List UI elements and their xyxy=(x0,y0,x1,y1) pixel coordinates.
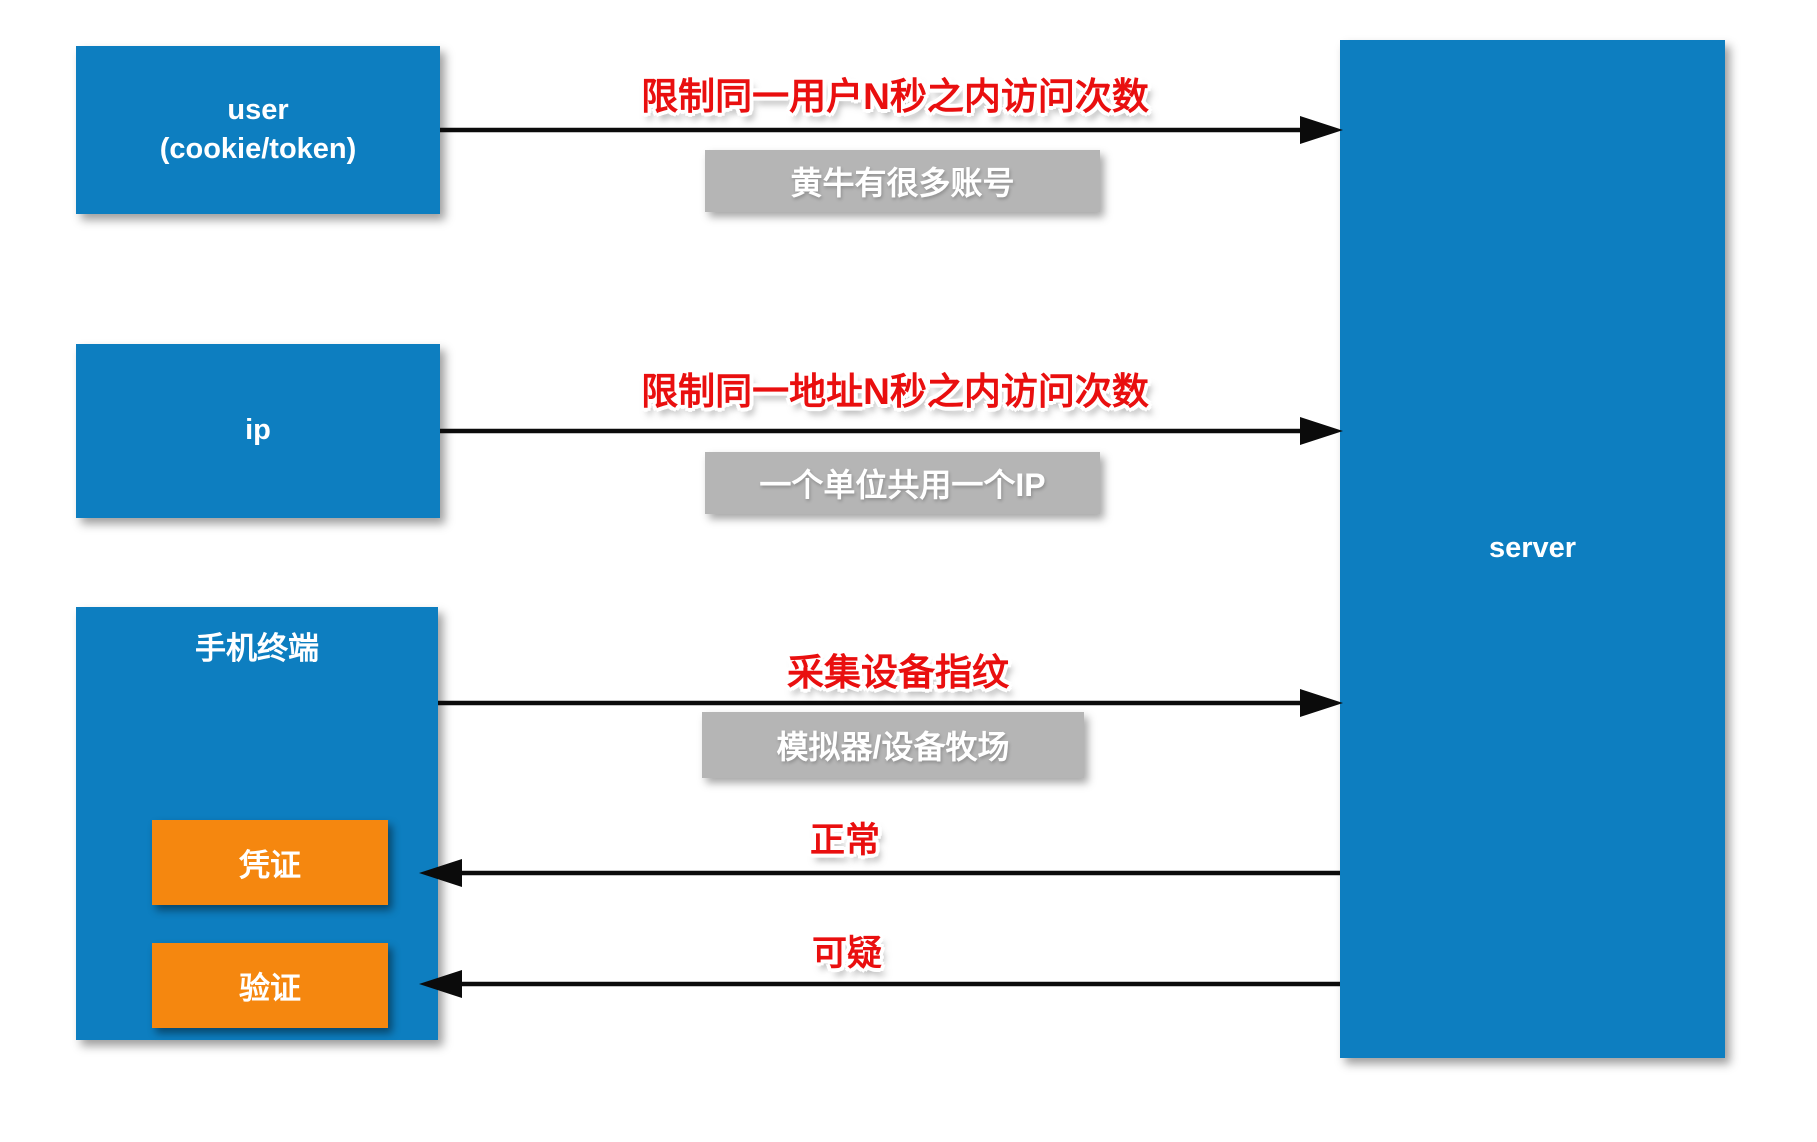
credential-box: 凭证 xyxy=(152,820,388,905)
node-server-label: server xyxy=(1488,532,1577,565)
return-label-normal: 正常 xyxy=(809,821,881,860)
arrow-user-to-server xyxy=(440,116,1343,144)
verify-box: 验证 xyxy=(152,943,388,1028)
note-mobile-text: 模拟器/设备牧场 xyxy=(776,729,1010,765)
arrow-server-to-verify xyxy=(419,970,1340,998)
node-server: server xyxy=(1340,40,1725,1058)
arrow-server-to-credential xyxy=(419,859,1340,887)
flow-label-mobile: 采集设备指纹 xyxy=(787,652,1009,693)
note-user-text: 黄牛有很多账号 xyxy=(790,165,1015,201)
credential-label: 凭证 xyxy=(239,848,301,883)
note-ip-text: 一个单位共用一个IP xyxy=(759,467,1046,503)
flow-label-ip: 限制同一地址N秒之内访问次数 xyxy=(641,371,1149,412)
node-mobile-label: 手机终端 xyxy=(195,631,319,666)
note-mobile: 模拟器/设备牧场 xyxy=(702,712,1084,778)
flow-label-user: 限制同一用户N秒之内访问次数 xyxy=(641,76,1149,117)
node-user-label: user (cookie/token) xyxy=(160,91,357,169)
return-label-suspicious: 可疑 xyxy=(811,934,883,973)
node-ip-label: ip xyxy=(245,414,271,447)
note-ip: 一个单位共用一个IP xyxy=(705,452,1100,514)
arrow-ip-to-server xyxy=(440,417,1343,445)
note-user: 黄牛有很多账号 xyxy=(705,150,1100,212)
node-ip: ip xyxy=(76,344,440,518)
node-user-label-line1: user xyxy=(227,93,289,126)
node-user: user (cookie/token) xyxy=(76,46,440,214)
node-user-label-line2: (cookie/token) xyxy=(159,133,357,165)
verify-label: 验证 xyxy=(239,971,301,1006)
arrow-mobile-to-server xyxy=(438,689,1343,717)
